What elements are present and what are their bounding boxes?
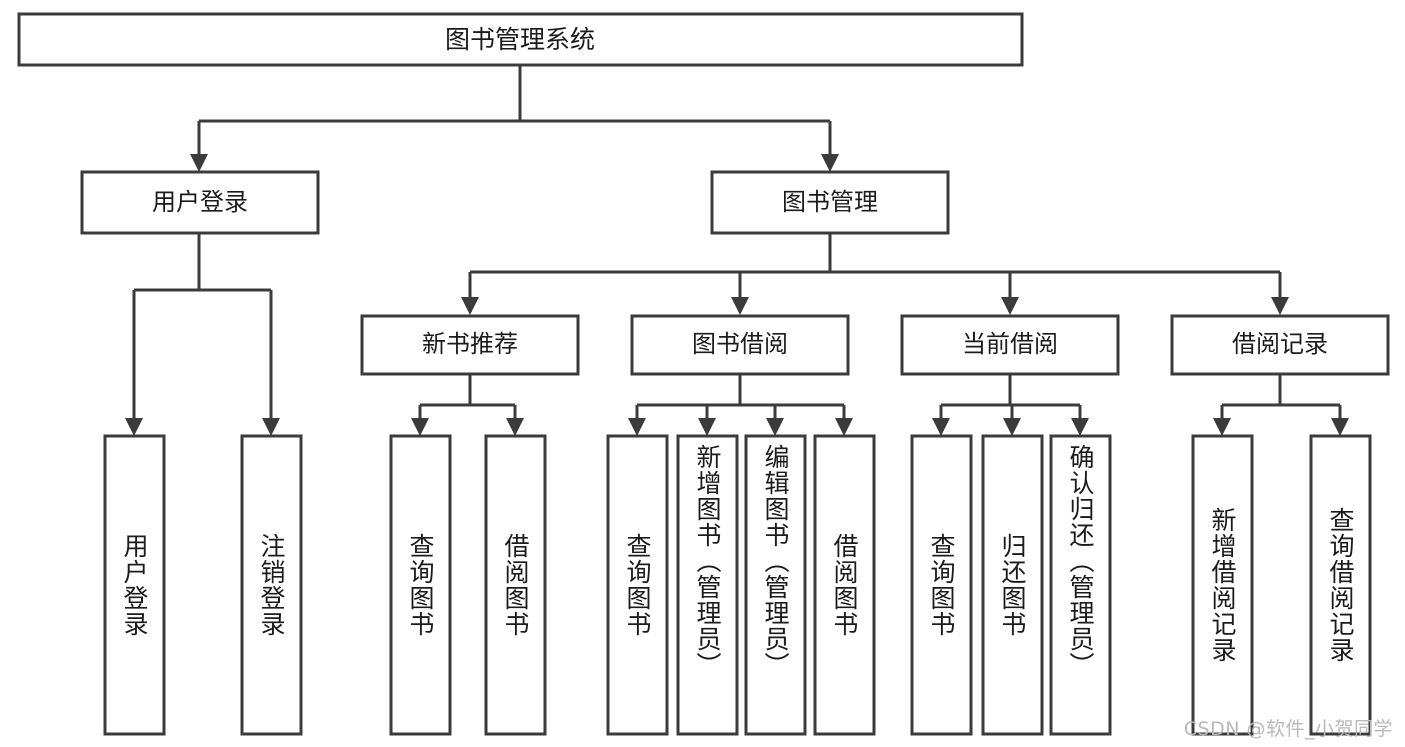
node-new-book-recommend[interactable]: 新书推荐	[360, 314, 580, 376]
node-new-book-recommend-box[interactable]	[360, 314, 580, 376]
leaf-box-new-book-1[interactable]	[389, 434, 452, 736]
leaf-box-book-borrow-1[interactable]	[606, 434, 669, 736]
node-new-book-recommend-label: 新书推荐	[422, 330, 518, 358]
node-borrow-record-label: 借阅记录	[1232, 330, 1328, 358]
leaf-box-layer	[103, 434, 1372, 736]
node-user-login-label: 用户登录	[152, 188, 248, 216]
arrow-head-new-book-leaf-1	[411, 418, 429, 436]
arrow-head-new-book-recommend	[461, 297, 479, 315]
node-book-borrow-label: 图书借阅	[692, 330, 788, 358]
arrow-head-book-borrow-leaf-4	[835, 418, 853, 436]
node-current-borrow[interactable]: 当前借阅	[900, 314, 1120, 376]
node-root-label: 图书管理系统	[445, 25, 595, 54]
arrow-head-book-manage	[821, 154, 839, 172]
node-current-borrow-box[interactable]	[900, 314, 1120, 376]
node-book-manage[interactable]: 图书管理	[710, 170, 950, 235]
leaf-box-book-borrow-2[interactable]	[676, 434, 739, 736]
leaf-box-current-borrow-2[interactable]	[981, 434, 1044, 736]
arrow-head-user-login-leaf-1	[125, 418, 143, 436]
leaf-box-borrow-record-2[interactable]	[1309, 434, 1372, 736]
leaf-box-current-borrow-3[interactable]	[1049, 434, 1112, 736]
arrow-head-new-book-leaf-2	[506, 418, 524, 436]
node-user-login-box[interactable]	[80, 170, 320, 235]
node-book-manage-label: 图书管理	[782, 188, 878, 216]
node-book-borrow[interactable]: 图书借阅	[630, 314, 850, 376]
arrow-head-current-borrow-leaf-3	[1071, 418, 1089, 436]
node-root-box[interactable]	[17, 12, 1024, 67]
leaf-box-borrow-record-1[interactable]	[1191, 434, 1254, 736]
arrow-head-borrow-record	[1271, 297, 1289, 315]
node-current-borrow-label: 当前借阅	[962, 330, 1058, 358]
node-book-borrow-box[interactable]	[630, 314, 850, 376]
leaf-box-book-borrow-4[interactable]	[813, 434, 876, 736]
node-book-manage-box[interactable]	[710, 170, 950, 235]
leaf-box-book-borrow-3[interactable]	[744, 434, 807, 736]
arrow-head-user-login	[190, 154, 208, 172]
arrow-head-current-borrow-leaf-1	[932, 418, 950, 436]
arrow-head-user-login-leaf-2	[262, 418, 280, 436]
arrow-head-book-borrow-leaf-2	[698, 418, 716, 436]
arrow-head-current-borrow	[1001, 297, 1019, 315]
arrow-head-current-borrow-leaf-2	[1003, 418, 1021, 436]
node-borrow-record-box[interactable]	[1170, 314, 1390, 376]
arrow-head-book-borrow-leaf-1	[628, 418, 646, 436]
leaf-box-user-login-2[interactable]	[240, 434, 303, 736]
arrow-head-book-borrow	[731, 297, 749, 315]
csdn-watermark: CSDN @软件_小贺同学	[1183, 718, 1393, 740]
leaf-box-user-login-1[interactable]	[103, 434, 166, 736]
arrow-head-borrow-record-leaf-1	[1213, 418, 1231, 436]
node-root[interactable]: 图书管理系统	[17, 12, 1024, 67]
connector-layer	[125, 66, 1349, 436]
node-borrow-record[interactable]: 借阅记录	[1170, 314, 1390, 376]
leaf-box-new-book-2[interactable]	[484, 434, 547, 736]
arrow-head-borrow-record-leaf-2	[1331, 418, 1349, 436]
arrow-head-book-borrow-leaf-3	[766, 418, 784, 436]
leaf-box-current-borrow-1[interactable]	[910, 434, 973, 736]
node-user-login[interactable]: 用户登录	[80, 170, 320, 235]
